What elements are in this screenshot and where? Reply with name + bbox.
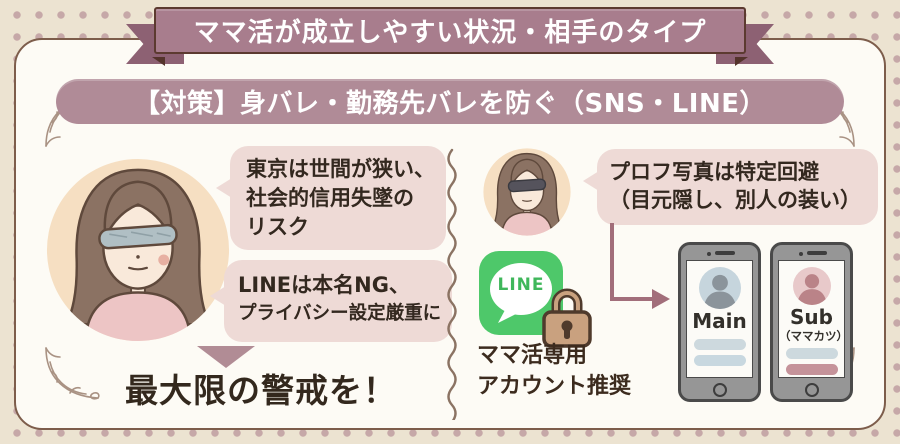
bubble-line: （目元隠し、別人の装い） <box>609 188 861 212</box>
main-avatar <box>698 267 741 309</box>
padlock-icon <box>542 288 592 348</box>
section-title-bar: 【対策】身バレ・勤務先バレを防ぐ（SNS・LINE） <box>56 79 844 124</box>
phone-main: Main <box>678 242 761 402</box>
blindfolded-avatar-illustration <box>483 148 571 236</box>
phone-speaker-dot <box>799 251 803 256</box>
phone-home-button <box>804 383 819 397</box>
line-logo-text: LINE <box>497 275 545 295</box>
phone-sub-sublabel: （ママカツ） <box>779 329 848 343</box>
wavy-divider <box>447 148 457 420</box>
caption-line: アカウント推奨 <box>477 374 632 399</box>
ui-bar <box>785 348 838 359</box>
ribbon-fold-left <box>152 57 165 66</box>
line-bubble-shape <box>490 263 552 323</box>
phone-speaker-line <box>715 251 735 255</box>
phone-main-label: Main <box>692 309 747 333</box>
ribbon-fold-right <box>735 57 748 66</box>
line-account-caption: ママ活専用 アカウント推奨 <box>477 340 631 402</box>
section-title: 【対策】身バレ・勤務先バレを防ぐ（SNS・LINE） <box>134 89 766 119</box>
sub-avatar <box>792 267 831 305</box>
phone-sub: Sub （ママカツ） <box>770 242 853 402</box>
bubble-line: リスク <box>246 215 309 239</box>
speech-bubble-profile-photo: プロフ写真は特定回避 （目元隠し、別人の装い） <box>583 149 878 225</box>
phone-main-screen: Main <box>686 260 753 378</box>
bubble-line: プロフ写真は特定回避 <box>609 160 819 184</box>
bubble-line: プライバシー設定厳重に <box>238 303 442 324</box>
line-app-icon: LINE <box>479 251 563 335</box>
elbow-arrow-icon <box>610 223 670 309</box>
speech-bubble-tokyo-risk: 東京は世間が狭い、 社会的信用失墜の リスク <box>216 146 446 250</box>
bubble-line: 社会的信用失墜の <box>246 186 414 210</box>
phone-home-button <box>712 383 727 397</box>
blindfolded-woman-illustration <box>46 158 230 342</box>
down-arrow-icon <box>197 346 255 368</box>
bubble-line: 東京は世間が狭い、 <box>246 157 435 181</box>
banner-band: ママ活が成立しやすい状況・相手のタイプ <box>154 7 746 54</box>
bubble-tail <box>210 286 226 306</box>
ui-bar <box>693 355 746 366</box>
phone-speaker-dot <box>707 251 711 256</box>
caption-line: ママ活専用 <box>477 343 588 368</box>
banner-ribbon: ママ活が成立しやすい状況・相手のタイプ <box>0 7 900 66</box>
phone-speaker-line <box>807 251 827 255</box>
conclusion-text: 最大限の警戒を！ <box>125 371 397 410</box>
phone-sub-label: Sub <box>790 305 833 329</box>
speech-bubble-line-privacy: LINEは本名NG、 プライバシー設定厳重に <box>210 260 452 342</box>
bubble-tail <box>216 178 232 198</box>
ui-bar <box>785 364 838 375</box>
bubble-line: LINEは本名NG、 <box>238 273 410 297</box>
phone-sub-screen: Sub （ママカツ） <box>778 260 848 378</box>
ui-bar <box>693 339 746 350</box>
bubble-tail <box>583 171 599 191</box>
banner-title: ママ活が成立しやすい状況・相手のタイプ <box>193 18 707 48</box>
corner-flourish-icon <box>45 347 100 400</box>
